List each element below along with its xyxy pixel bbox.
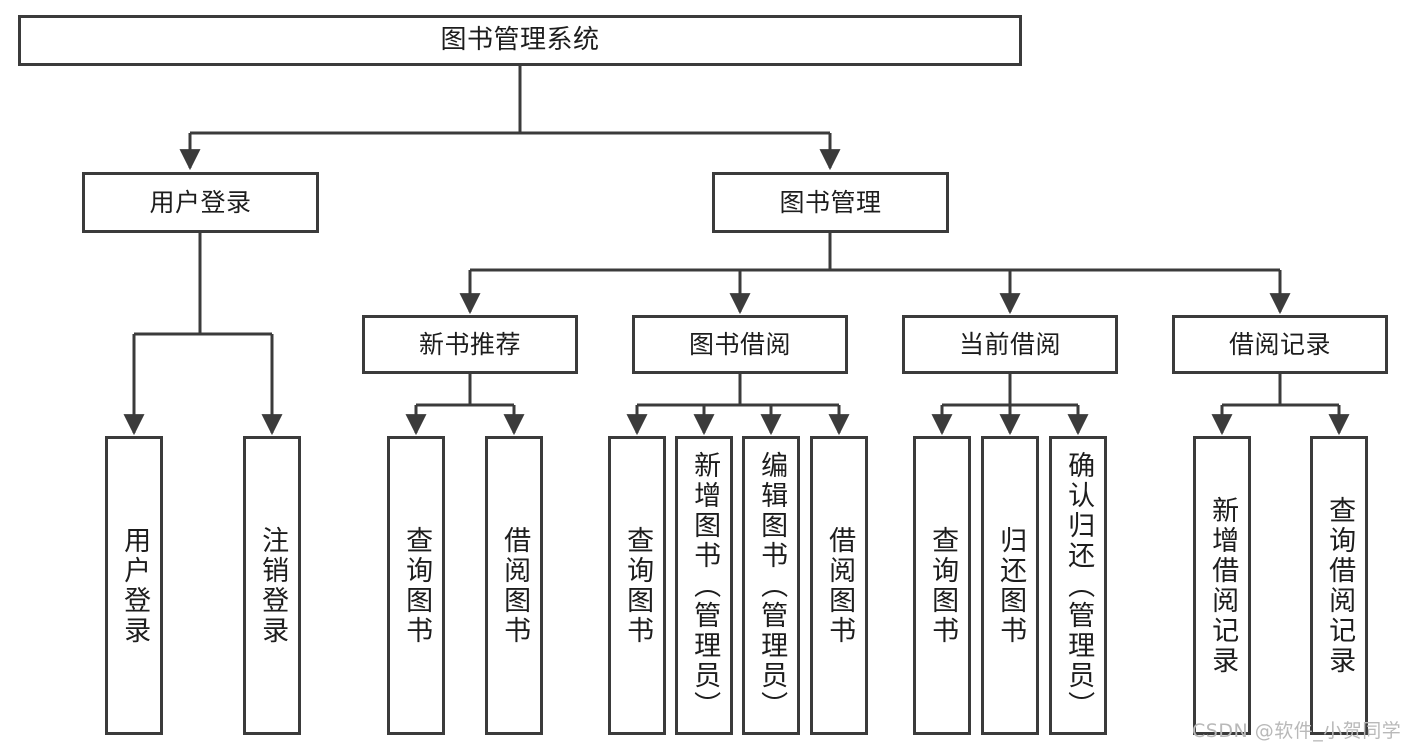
leaf-new-book-query[interactable]: 查询图书	[387, 436, 445, 735]
leaf-borrow-record-query[interactable]: 查询借阅记录	[1310, 436, 1368, 735]
node-book-borrow[interactable]: 图书借阅	[632, 315, 848, 374]
leaf-book-borrow-add[interactable]: 新增图书（管理员）	[675, 436, 733, 735]
node-label: 新书推荐	[418, 329, 521, 359]
leaf-label: 编辑图书（管理员）	[756, 450, 788, 721]
leaf-user-login-login[interactable]: 用户登录	[105, 436, 163, 735]
node-label: 用户登录	[149, 187, 252, 217]
node-label: 图书管理	[779, 187, 882, 217]
leaf-current-borrow-return[interactable]: 归还图书	[981, 436, 1039, 735]
leaf-current-borrow-confirm-return[interactable]: 确认归还（管理员）	[1049, 436, 1107, 735]
leaf-label: 用户登录	[119, 525, 151, 646]
node-current-borrow[interactable]: 当前借阅	[902, 315, 1118, 374]
leaf-current-borrow-query[interactable]: 查询图书	[913, 436, 971, 735]
leaf-label: 新增借阅记录	[1207, 495, 1239, 676]
leaf-label: 确认归还（管理员）	[1063, 450, 1095, 721]
leaf-new-book-borrow[interactable]: 借阅图书	[485, 436, 543, 735]
node-label: 借阅记录	[1228, 329, 1331, 359]
node-root-book-management-system[interactable]: 图书管理系统	[18, 15, 1022, 66]
leaf-label: 注销登录	[257, 525, 289, 646]
leaf-label: 查询图书	[927, 525, 959, 646]
leaf-label: 查询图书	[401, 525, 433, 646]
leaf-label: 归还图书	[995, 525, 1027, 646]
leaf-label: 新增图书（管理员）	[689, 450, 721, 721]
leaf-user-login-logout[interactable]: 注销登录	[243, 436, 301, 735]
node-new-book-recommend[interactable]: 新书推荐	[362, 315, 578, 374]
node-borrow-record[interactable]: 借阅记录	[1172, 315, 1388, 374]
node-label: 图书借阅	[688, 329, 791, 359]
node-label: 图书管理系统	[440, 25, 600, 56]
leaf-label: 借阅图书	[824, 525, 856, 646]
leaf-label: 借阅图书	[499, 525, 531, 646]
node-label: 当前借阅	[958, 329, 1061, 359]
leaf-book-borrow-borrow[interactable]: 借阅图书	[810, 436, 868, 735]
node-book-management[interactable]: 图书管理	[712, 172, 949, 233]
leaf-book-borrow-edit[interactable]: 编辑图书（管理员）	[742, 436, 800, 735]
node-user-login[interactable]: 用户登录	[82, 172, 319, 233]
csdn-watermark: CSDN @软件_小贺同学	[1192, 720, 1402, 742]
leaf-book-borrow-query[interactable]: 查询图书	[608, 436, 666, 735]
leaf-borrow-record-add[interactable]: 新增借阅记录	[1193, 436, 1251, 735]
leaf-label: 查询图书	[622, 525, 654, 646]
leaf-label: 查询借阅记录	[1324, 495, 1356, 676]
